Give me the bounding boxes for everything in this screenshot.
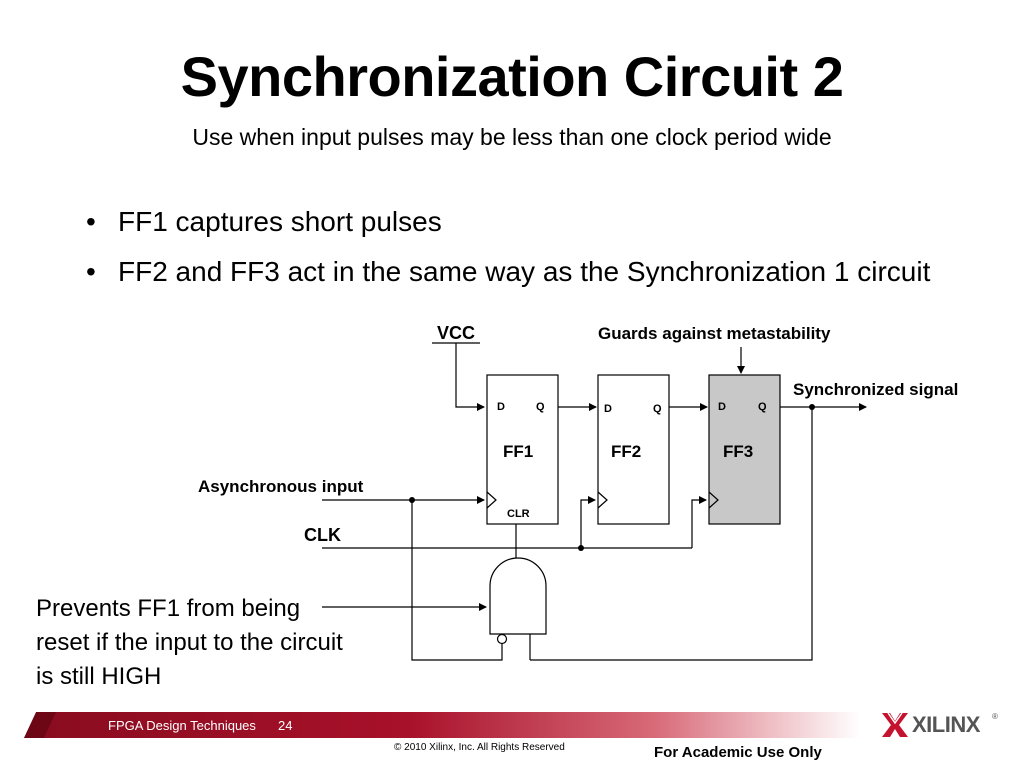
- ff1-d-label: D: [497, 401, 505, 413]
- bullet-text: FF2 and FF3 act in the same way as the S…: [118, 256, 931, 287]
- footer-bar: [23, 712, 860, 738]
- ff1-name: FF1: [503, 442, 533, 461]
- vcc-label: VCC: [437, 323, 475, 343]
- ff1-box: [486, 374, 559, 525]
- clk-label: CLK: [304, 525, 341, 545]
- ff1-clock-icon: [486, 491, 497, 509]
- junction-dot: [809, 404, 815, 410]
- xilinx-wordmark: XILINX: [912, 712, 980, 737]
- academic-use-text: For Academic Use Only: [654, 744, 822, 761]
- guards-label: Guards against metastability: [598, 324, 831, 343]
- async-feedback-wire: [411, 500, 503, 661]
- clk-ff3-wire: [691, 496, 707, 548]
- xilinx-x-icon: [882, 712, 908, 737]
- copyright-text: © 2010 Xilinx, Inc. All Rights Reserved: [394, 742, 565, 753]
- slide-subtitle: Use when input pulses may be less than o…: [192, 124, 832, 150]
- inverter-bubble-icon: [496, 633, 508, 645]
- ff1-q-label: Q: [536, 401, 545, 413]
- ff2-q-label: Q: [653, 403, 662, 415]
- bullet-icon: •: [86, 206, 96, 237]
- ff3-box: [708, 374, 781, 525]
- ff2-name: FF2: [611, 442, 641, 461]
- and-gate: [489, 557, 547, 635]
- ff2-clock-icon: [597, 491, 608, 509]
- bullet-item: • FF1 captures short pulses: [86, 202, 930, 252]
- vcc-wire: [455, 343, 485, 411]
- bullet-item: • FF2 and FF3 act in the same way as the…: [86, 252, 930, 302]
- footer-course: FPGA Design Techniques: [108, 718, 256, 733]
- junction-dot: [578, 545, 584, 551]
- ff2-d-label: D: [604, 403, 612, 415]
- ff3-q-label: Q: [758, 401, 767, 413]
- ff1-clr-label: CLR: [507, 508, 530, 520]
- footer-page-number: 24: [278, 718, 293, 733]
- clk-ff2-wire: [580, 496, 596, 548]
- bullet-icon: •: [86, 256, 96, 287]
- ff3-clock-icon: [708, 491, 719, 509]
- xilinx-logo: XILINX ®: [880, 708, 1000, 742]
- ff3-d-label: D: [718, 401, 726, 413]
- sync-feedback-wire: [530, 407, 813, 661]
- async-label: Asynchronous input: [198, 477, 364, 496]
- junction-dot: [409, 497, 415, 503]
- note-text: Prevents FF1 from being reset if the inp…: [36, 595, 343, 690]
- slide-title: Synchronization Circuit 2: [180, 45, 844, 108]
- ff3-name: FF3: [723, 442, 753, 461]
- bullet-list: • FF1 captures short pulses • FF2 and FF…: [86, 202, 930, 302]
- ff2-box: [597, 374, 670, 525]
- registered-mark: ®: [992, 712, 998, 721]
- bullet-text: FF1 captures short pulses: [118, 206, 442, 237]
- sync-label: Synchronized signal: [793, 380, 958, 399]
